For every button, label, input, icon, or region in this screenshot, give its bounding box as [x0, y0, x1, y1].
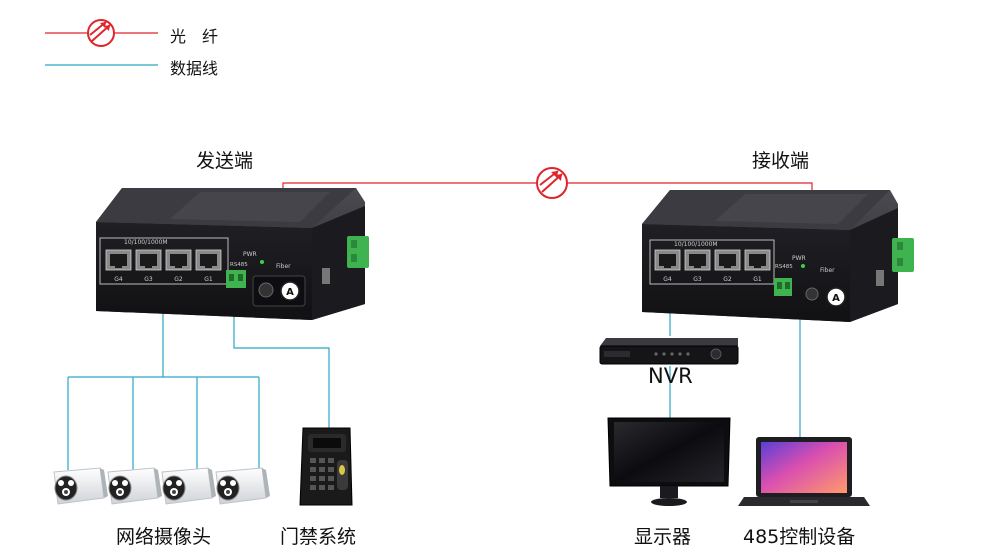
sender-power-terminal — [347, 236, 369, 268]
receiver-speed-label: 10/100/1000M — [674, 241, 718, 248]
legend-data-label: 数据线 — [170, 59, 219, 78]
rs485-device-label: 485控制设备 — [743, 526, 856, 548]
nvr-device — [599, 338, 739, 365]
sender-port-g4: G4 — [105, 249, 132, 283]
cameras-label: 网络摄像头 — [116, 526, 212, 548]
sender-pwr-led — [260, 260, 264, 264]
sender-fiber-port-label: A — [286, 287, 294, 298]
receiver-port-label: G1 — [753, 276, 762, 283]
camera-3 — [161, 467, 216, 505]
nvr-label: NVR — [648, 364, 693, 388]
sender-pwr-label: PWR — [243, 251, 257, 258]
sender-port-label: G3 — [144, 276, 153, 283]
sender-port-label: G1 — [204, 276, 213, 283]
legend — [45, 19, 158, 66]
receiver-pwr-label: PWR — [792, 255, 806, 262]
access-control-label: 门禁系统 — [280, 526, 357, 548]
sender-fiber-label: Fiber — [276, 263, 291, 270]
receiver-port-g3: G3 — [684, 249, 711, 283]
receiver-port-label: G4 — [663, 276, 672, 283]
legend-fiber-label: 光 纤 — [170, 27, 219, 46]
laptop-485-device — [738, 437, 870, 506]
receiver-fiber-port — [805, 287, 819, 301]
receiver-port-g1: G1 — [744, 249, 771, 283]
monitor-device — [607, 417, 731, 506]
camera-1 — [53, 467, 108, 505]
camera-2 — [107, 467, 162, 505]
receiver-switch: G4 G3 G2 G1 10/100/1000M PWR RS485 Fiber A — [642, 190, 914, 322]
sender-switch: G4 G3 G2 G1 10/100/1000M PWR RS485 Fiber A — [96, 188, 369, 320]
receiver-port-g2: G2 — [714, 249, 741, 283]
sender-port-g3: G3 — [135, 249, 162, 283]
camera-4 — [215, 467, 270, 505]
receiver-rs485-label: RS485 — [775, 264, 793, 270]
access-control-device — [299, 427, 353, 506]
ip-cameras — [53, 467, 270, 505]
data-cables — [67, 282, 801, 470]
fiber-link-symbol-icon — [536, 167, 568, 199]
sender-title: 发送端 — [196, 150, 254, 172]
monitor-label: 显示器 — [634, 526, 692, 548]
receiver-fiber-label: Fiber — [820, 267, 835, 274]
receiver-port-label: G2 — [723, 276, 732, 283]
sender-speed-label: 10/100/1000M — [124, 239, 168, 246]
sender-rs485-label: RS485 — [230, 262, 248, 268]
sender-port-g1: G1 — [195, 249, 222, 283]
sender-port-label: G2 — [174, 276, 183, 283]
fingerprint-icon — [339, 465, 345, 475]
receiver-port-label: G3 — [693, 276, 702, 283]
fiber-symbol-icon — [87, 19, 115, 47]
sender-port-g2: G2 — [165, 249, 192, 283]
receiver-port-g4: G4 — [654, 249, 681, 283]
receiver-pwr-led — [801, 264, 805, 268]
sender-port-label: G4 — [114, 276, 123, 283]
receiver-fiber-port-label: A — [832, 293, 840, 304]
receiver-title: 接收端 — [752, 150, 810, 172]
